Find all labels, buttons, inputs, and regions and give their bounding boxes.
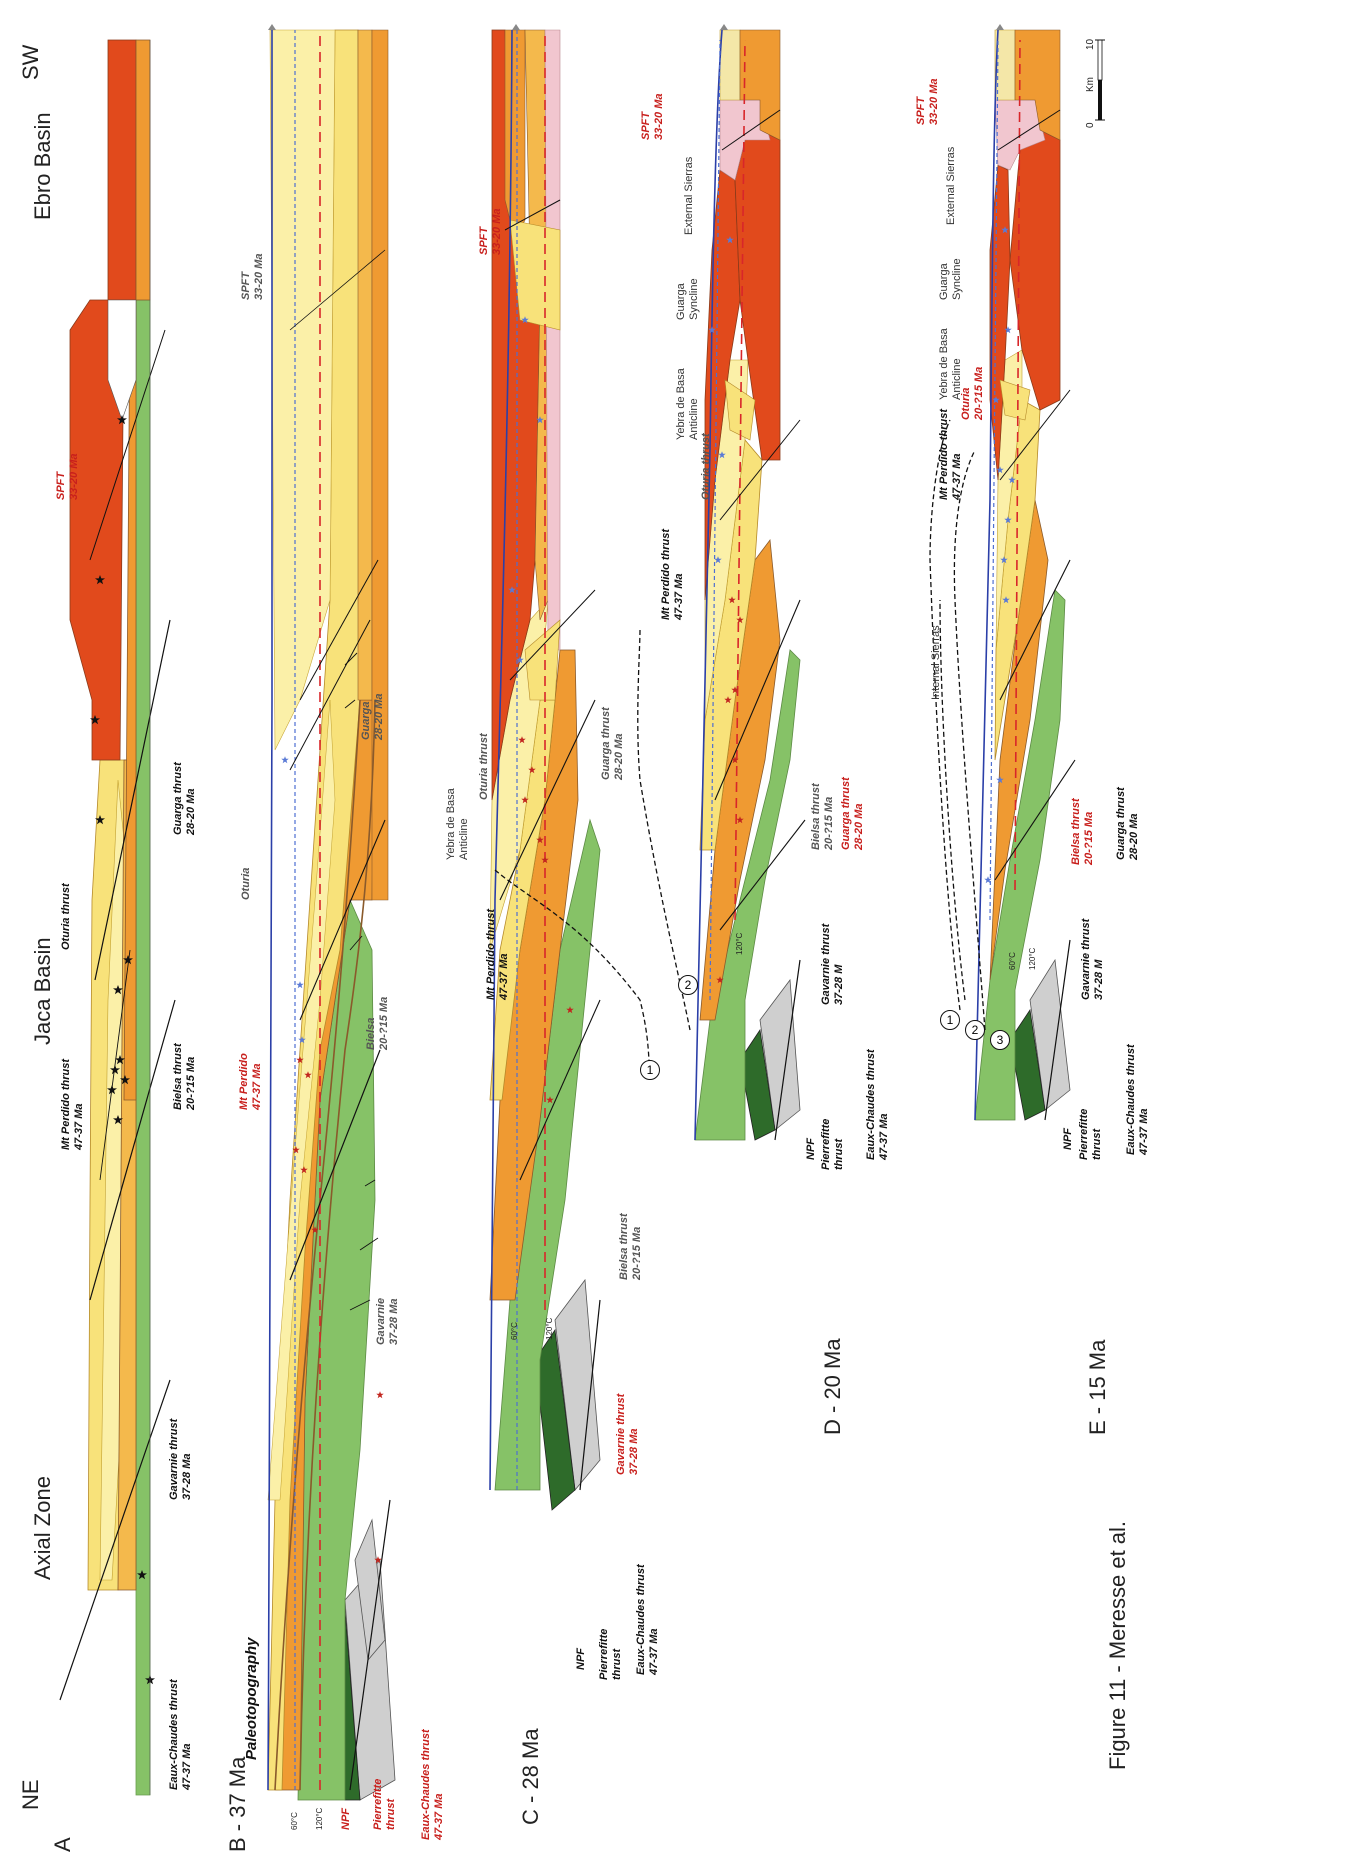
e-iso120-label: 120°C — [1028, 948, 1037, 970]
scale-ten: 10 — [1085, 39, 1096, 50]
orientation-sw: SW — [18, 45, 44, 80]
region-ebro-basin: Ebro Basin — [30, 112, 56, 220]
section-a — [60, 40, 175, 1795]
section-c — [490, 30, 650, 1510]
e-external-sierras-label: External Sierras — [945, 147, 958, 225]
panel-c-label: C - 28 Ma — [518, 1728, 544, 1825]
c-oturia-label: Oturia thrust — [478, 733, 491, 800]
orientation-ne: NE — [18, 1779, 44, 1810]
panel-b-label: B - 37 Ma — [225, 1757, 251, 1852]
panel-a-label: A — [50, 1837, 76, 1852]
scale-bar — [1095, 40, 1105, 120]
region-axial-zone: Axial Zone — [30, 1476, 56, 1580]
scale-unit: Km — [1085, 77, 1096, 92]
e-marker-3: 3 — [990, 1030, 1010, 1050]
e-marker-1: 1 — [940, 1010, 960, 1030]
b-iso60-label: 60°C — [290, 1812, 299, 1830]
d-iso120-label: 120°C — [735, 933, 744, 955]
b-iso120-label: 120°C — [315, 1808, 324, 1830]
b-oturia-label: Oturia — [240, 868, 253, 900]
panel-d-label: D - 20 Ma — [820, 1338, 846, 1435]
region-jaca-basin: Jaca Basin — [30, 937, 56, 1045]
d-external-sierras-label: External Sierras — [683, 157, 696, 235]
d-npf-label: NPF — [805, 1138, 818, 1160]
a-oturia-label: Oturia thrust — [60, 883, 73, 950]
section-b — [268, 30, 395, 1800]
scale-zero: 0 — [1085, 122, 1096, 128]
e-iso60-label: 60°C — [1008, 952, 1017, 970]
c-marker-1: 1 — [640, 1060, 660, 1080]
b-npf-label: NPF — [340, 1808, 353, 1830]
e-marker-2: 2 — [965, 1020, 985, 1040]
e-internal-sierras-label: Internal Sierras — [930, 625, 943, 700]
c-npf-label: NPF — [575, 1648, 588, 1670]
e-npf-label: NPF — [1062, 1128, 1075, 1150]
d-marker-2: 2 — [678, 975, 698, 995]
figure-caption: Figure 11 - Meresse et al. — [1105, 1521, 1131, 1770]
b-paleotopography-label: Paleotopography — [245, 1637, 258, 1760]
c-iso60-label: 60°C — [510, 1322, 519, 1340]
c-iso120-label: 120°C — [545, 1318, 554, 1340]
panel-e-label: E - 15 Ma — [1085, 1340, 1111, 1435]
d-oturia-label: Oturia thrust — [700, 433, 713, 500]
